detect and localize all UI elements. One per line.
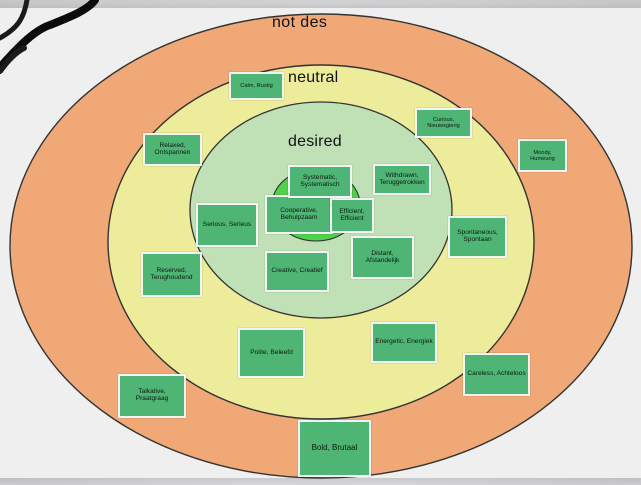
card-careless: Careless, Achteloos: [463, 353, 530, 396]
card-bold: Bold, Brutaal: [298, 420, 371, 477]
card-calm: Calm, Rustig: [229, 72, 284, 100]
card-efficient: Efficient, Efficient: [330, 198, 374, 233]
card-energetic: Energetic, Energiek: [371, 322, 437, 363]
neutral-label: neutral: [288, 69, 339, 86]
card-talkative: Talkative, Praatgraag: [118, 374, 186, 418]
card-systematic: Systematic, Systematisch: [288, 165, 352, 198]
card-distant: Distant, Afstandelijk: [351, 236, 414, 279]
card-moody: Moody, Humeurig: [518, 139, 567, 172]
card-curious: Curious, Nieuwsgierig: [415, 108, 472, 138]
card-reserved: Reserved, Terughoudend: [141, 252, 202, 297]
card-creative: Creative, Creatief: [265, 251, 329, 292]
card-serious: Serious, Serieus: [196, 203, 258, 247]
desired-label: desired: [288, 133, 342, 150]
not-desired-label: not des: [272, 14, 328, 31]
card-cooperative: Cooperative, Behulpzaam: [265, 195, 333, 234]
card-polite: Polite, Beleefd: [238, 328, 305, 378]
card-withdrawn: Withdrawn, Teruggetrokken: [373, 164, 431, 195]
card-relaxed: Relaxed, Ontspannen: [143, 133, 202, 166]
card-spontaneous: Spontaneous, Spontaan: [448, 216, 507, 258]
